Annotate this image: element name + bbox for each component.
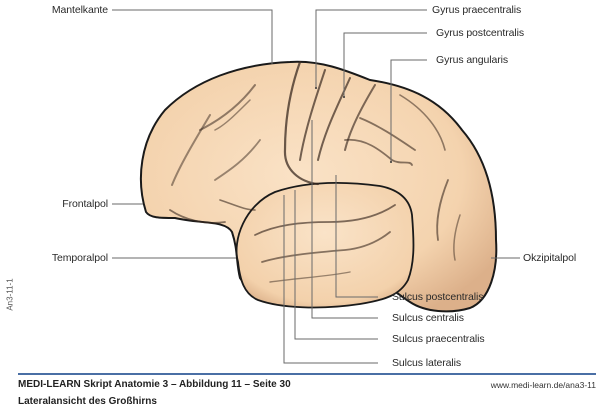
leader-mantelkante	[112, 9, 273, 64]
footer-subtitle: Lateralansicht des Großhirns	[18, 396, 157, 407]
footer-url[interactable]: www.medi-learn.de/ana3-11	[490, 380, 596, 390]
label-gyrus-postcentralis: Gyrus postcentralis	[436, 27, 524, 39]
leader-gyrus-angularis	[390, 59, 427, 162]
figure-code: An3-11-1	[5, 278, 15, 311]
label-gyrus-angularis: Gyrus angularis	[436, 54, 509, 66]
label-sulcus-centralis: Sulcus centralis	[392, 312, 464, 324]
label-okzipitalpol: Okzipitalpol	[523, 252, 577, 264]
leader-gyrus-praecentralis	[315, 9, 427, 88]
leader-sulcus-postcentralis	[335, 175, 378, 298]
label-frontalpol: Frontalpol	[62, 198, 108, 210]
label-sulcus-praecentralis: Sulcus praecentralis	[392, 333, 485, 345]
footer-title: MEDI-LEARN Skript Anatomie 3 – Abbildung…	[18, 379, 291, 390]
label-gyrus-praecentralis: Gyrus praecentralis	[432, 4, 522, 16]
temporal-lobe-shape	[235, 182, 415, 309]
leader-sulcus-centralis	[311, 120, 378, 319]
leader-sulcus-praecentralis	[294, 190, 378, 340]
leader-dots	[315, 87, 392, 163]
label-temporalpol: Temporalpol	[51, 252, 108, 264]
footer-divider	[18, 373, 596, 375]
brain-lateral-view-figure: Mantelkante Frontalpol Temporalpol Gyrus…	[5, 4, 577, 369]
label-sulcus-lateralis: Sulcus lateralis	[392, 357, 462, 369]
label-mantelkante: Mantelkante	[51, 4, 108, 16]
sulci-strokes	[169, 60, 461, 283]
brain-illustration	[112, 9, 520, 364]
label-sulcus-postcentralis: Sulcus postcentralis	[392, 291, 484, 303]
leader-sulcus-lateralis	[283, 195, 378, 364]
leader-lines	[112, 9, 520, 364]
leader-gyrus-postcentralis	[343, 32, 427, 97]
